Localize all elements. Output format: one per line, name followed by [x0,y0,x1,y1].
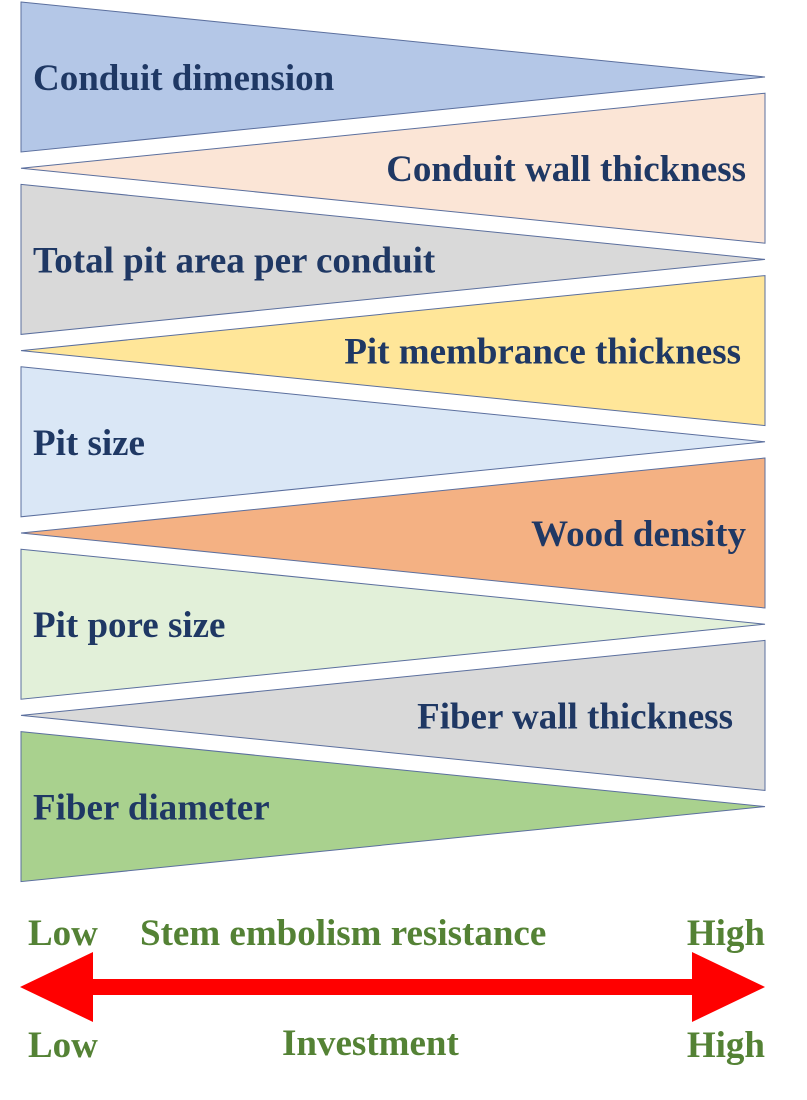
wedge-8 [20,639,766,791]
wedge-4 [20,275,766,427]
resistance-low-label: Low [28,913,98,954]
wedge-3 [20,183,766,335]
wedge-label-1: Conduit dimension [33,58,335,99]
arrow-shaft [90,979,695,995]
arrow-head-right-icon [692,952,765,1022]
resistance-high-label: High [687,913,766,954]
wedge-label-3: Total pit area per conduit [33,240,436,281]
wedge-9 [20,731,766,883]
wedge-label-5: Pit size [33,423,145,464]
wedge-7 [20,548,766,700]
wedge-1 [20,1,766,153]
double-arrow [20,952,765,1022]
wedge-5 [20,366,766,518]
wedge-label-9: Fiber diameter [33,788,270,829]
investment-axis-title: Investment [282,1023,459,1064]
investment-high-label: High [687,1025,766,1066]
resistance-axis-title: Stem embolism resistance [140,913,546,954]
arrow-head-left-icon [20,952,93,1022]
wedge-label-2: Conduit wall thickness [386,149,746,190]
wedge-label-4: Pit membrance thickness [344,332,741,373]
wedge-6 [20,457,766,609]
wedge-2 [20,92,766,244]
wedge-label-8: Fiber wall thickness [417,696,733,737]
wedge-label-7: Pit pore size [33,605,225,646]
wedge-label-6: Wood density [531,514,746,555]
investment-low-label: Low [28,1025,98,1066]
